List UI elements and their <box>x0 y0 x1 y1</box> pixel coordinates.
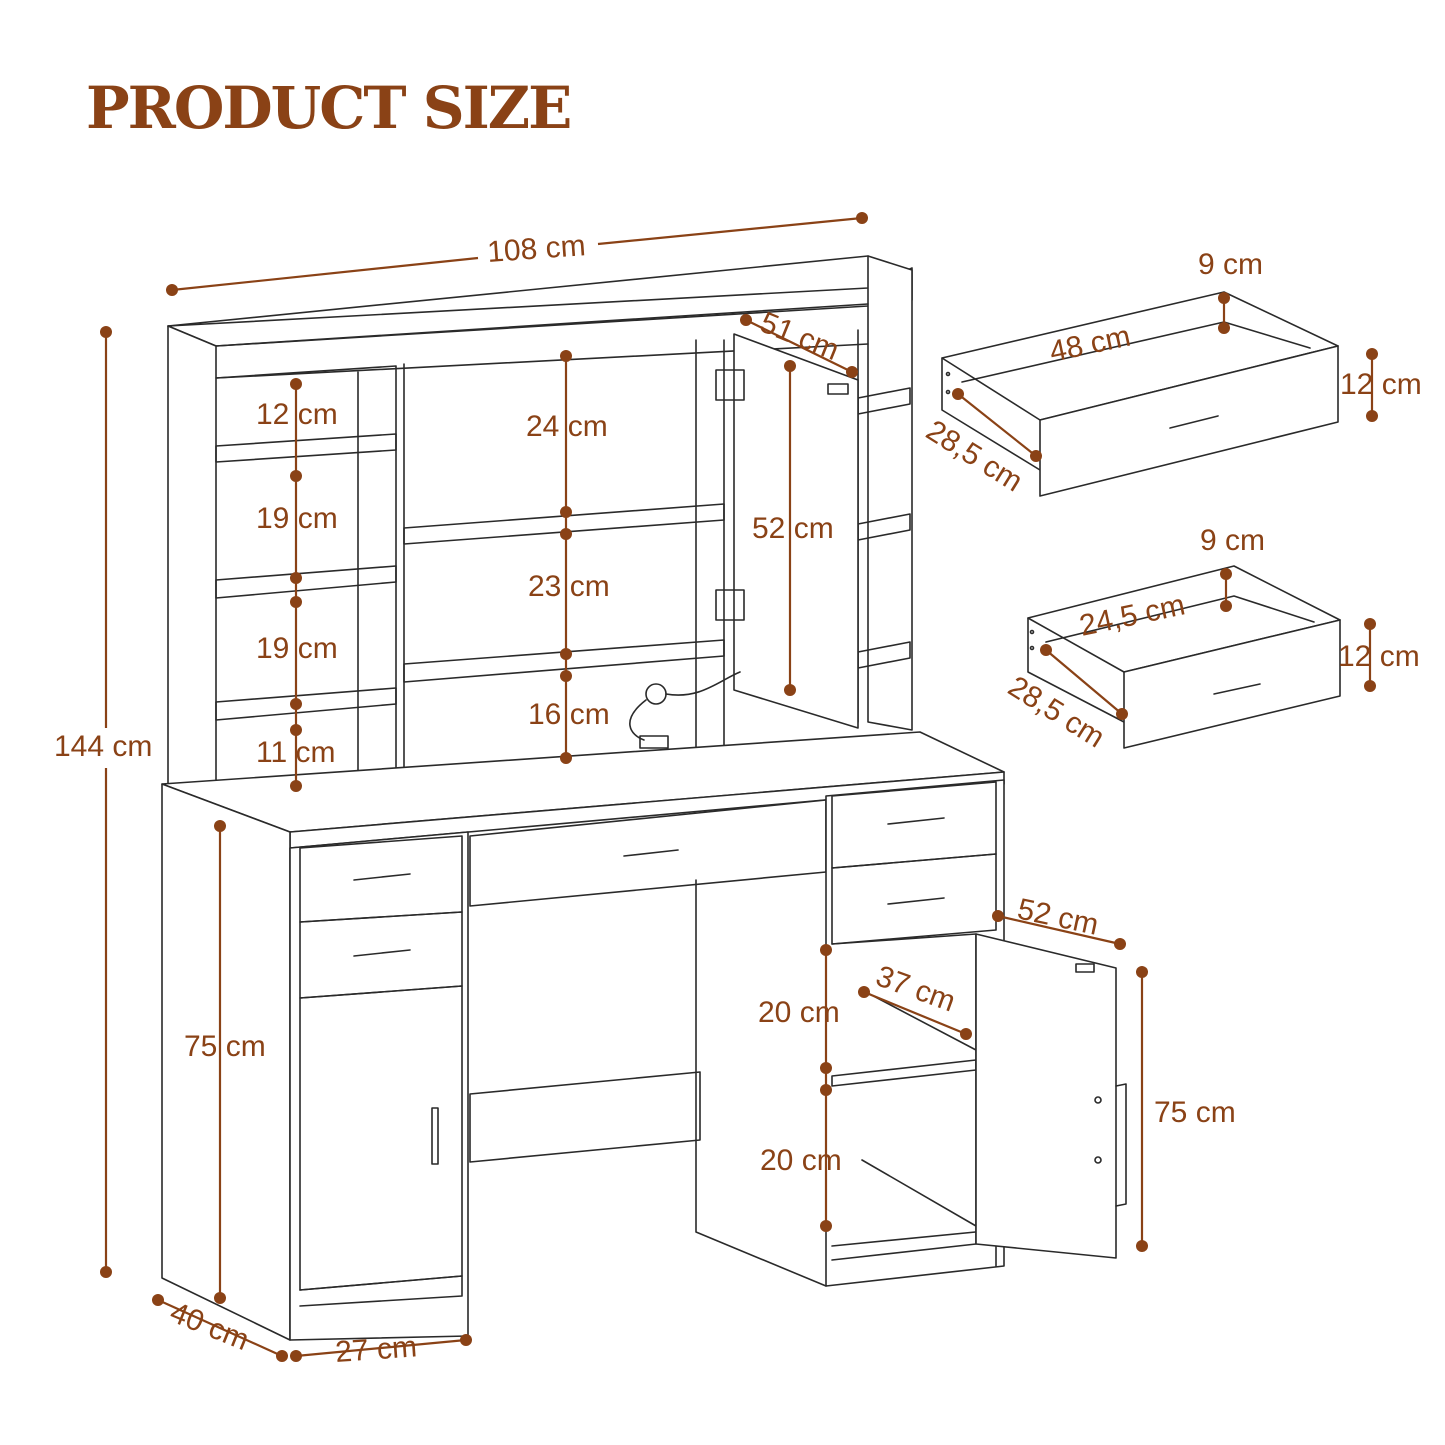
label-drawer-small-front-height: 12 cm <box>1338 640 1420 673</box>
furniture-drawing <box>161 255 1341 1341</box>
label-drawer-large-front-height: 12 cm <box>1340 368 1422 401</box>
label-desk-height: 75 cm <box>184 1030 266 1063</box>
label-left-shelf-3: 19 cm <box>256 632 338 665</box>
label-drawer-large-height: 9 cm <box>1198 248 1263 281</box>
label-left-shelf-4: 11 cm <box>256 736 335 769</box>
dimension-lines <box>100 212 1378 1362</box>
label-right-door-height: 75 cm <box>1154 1096 1236 1129</box>
label-left-shelf-2: 19 cm <box>256 502 338 535</box>
label-right-compartment-1: 20 cm <box>758 996 840 1029</box>
label-drawer-small-depth: 28,5 cm <box>1002 670 1110 755</box>
label-total-width: 108 cm <box>486 229 586 269</box>
label-drawer-large-depth: 28,5 cm <box>920 414 1028 499</box>
label-right-door-width: 52 cm <box>1015 893 1102 942</box>
label-center-shelf-2: 23 cm <box>528 570 610 603</box>
label-drawer-small-height: 9 cm <box>1200 524 1265 557</box>
label-left-cabinet-width: 27 cm <box>334 1330 418 1369</box>
label-right-compartment-2: 20 cm <box>760 1144 842 1177</box>
label-center-shelf-1: 24 cm <box>526 410 608 443</box>
page-title: PRODUCT SIZE <box>86 74 572 142</box>
label-mirror-door-height: 52 cm <box>752 512 834 545</box>
label-left-shelf-1: 12 cm <box>256 398 338 431</box>
label-total-height: 144 cm <box>54 730 152 763</box>
label-center-shelf-3: 16 cm <box>528 698 610 731</box>
